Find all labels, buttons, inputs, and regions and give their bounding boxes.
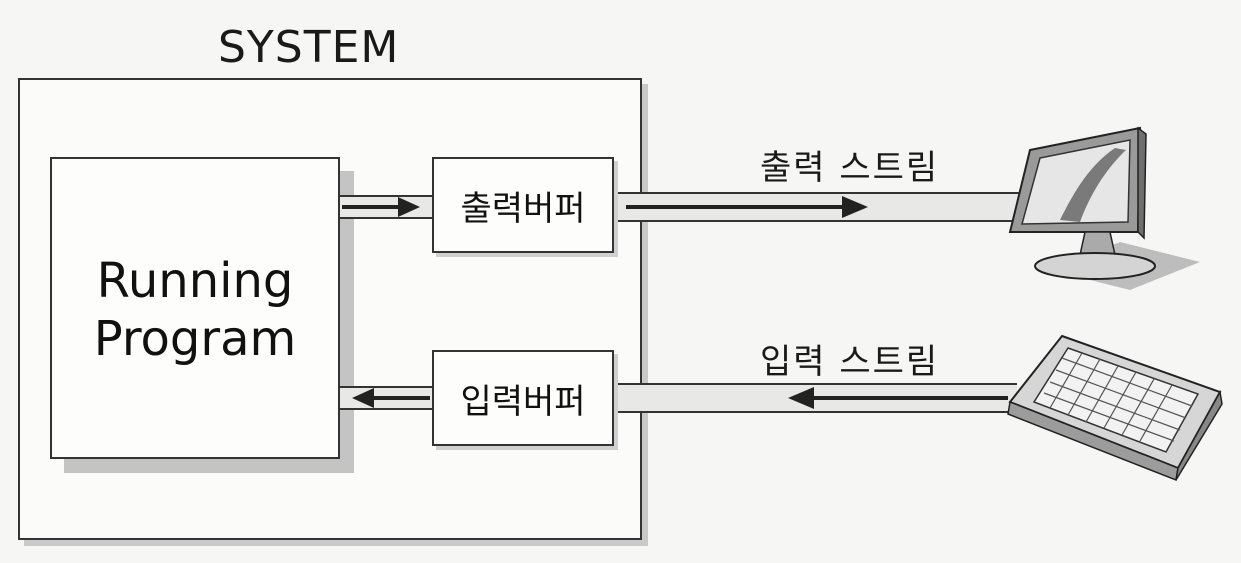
program-to-output-buffer-arrow — [340, 195, 432, 219]
running-program-box — [50, 157, 340, 459]
output-stream-arrow — [614, 192, 1019, 222]
output-stream-label: 출력 스트림 — [760, 148, 940, 188]
input-buffer-label: 입력버퍼 — [460, 381, 586, 422]
input-buffer-box: 입력버퍼 — [432, 350, 614, 446]
keyboard-icon — [1007, 334, 1223, 482]
monitor-icon — [1008, 126, 1200, 290]
input-stream-arrow — [614, 383, 1017, 413]
program-label-line1: Running — [96, 253, 294, 309]
input-buffer-to-program-arrow — [340, 386, 432, 410]
running-program-label: Running Program — [50, 252, 340, 368]
output-buffer-box: 출력버퍼 — [432, 157, 614, 253]
output-buffer-label: 출력버퍼 — [460, 188, 586, 229]
program-label-line2: Program — [93, 311, 297, 367]
system-title: SYSTEM — [218, 22, 400, 73]
input-stream-label: 입력 스트림 — [760, 342, 940, 382]
